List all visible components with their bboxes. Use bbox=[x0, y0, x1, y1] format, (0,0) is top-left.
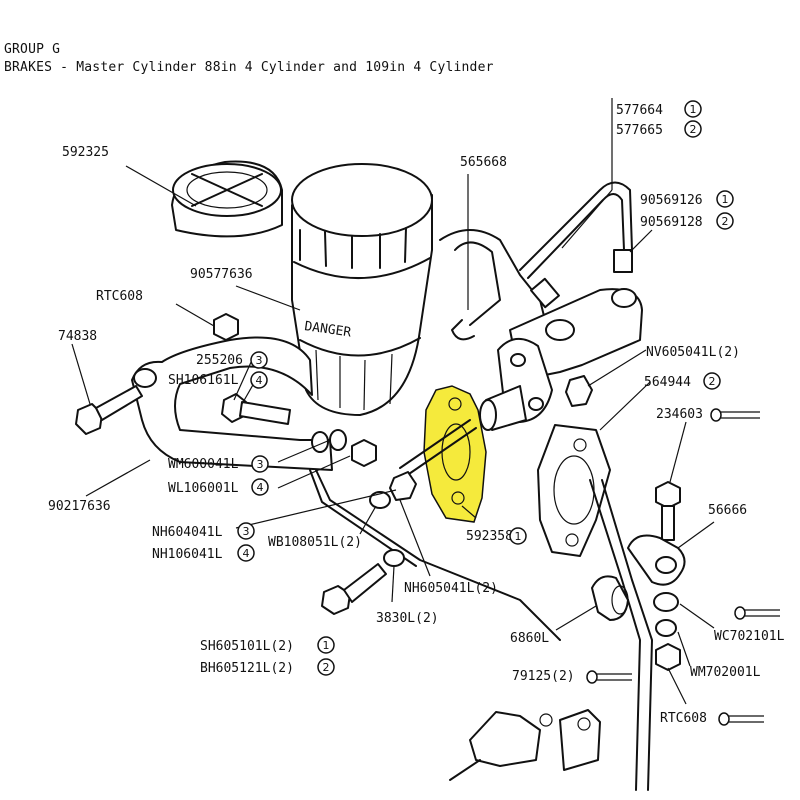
label-3830l: 3830L(2) bbox=[376, 611, 439, 626]
svg-text:2: 2 bbox=[690, 123, 697, 136]
svg-text:1: 1 bbox=[722, 193, 729, 206]
svg-text:4: 4 bbox=[256, 374, 263, 387]
master-cylinder bbox=[479, 288, 643, 431]
danger-label: DANGER bbox=[303, 319, 352, 340]
label-90569126: 90569126 bbox=[640, 193, 703, 208]
label-90577636: 90577636 bbox=[190, 267, 253, 282]
svg-text:4: 4 bbox=[243, 547, 250, 560]
group-label: GROUP G bbox=[4, 42, 61, 57]
svg-text:1: 1 bbox=[690, 103, 697, 116]
bolt-sh605101l bbox=[321, 563, 387, 615]
svg-text:3: 3 bbox=[243, 525, 250, 538]
label-bh605121l: BH605121L(2) bbox=[200, 661, 294, 676]
label-rtc608-top: RTC608 bbox=[96, 289, 143, 304]
label-234603: 234603 bbox=[656, 407, 703, 422]
gasket-592358-highlight bbox=[423, 385, 487, 523]
label-90569128: 90569128 bbox=[640, 215, 703, 230]
label-wl106001l: WL106001L bbox=[168, 481, 239, 496]
svg-text:3: 3 bbox=[256, 354, 263, 367]
label-577664: 577664 bbox=[616, 103, 663, 118]
label-577665: 577665 bbox=[616, 123, 663, 138]
label-90217636: 90217636 bbox=[48, 499, 111, 514]
label-56666: 56666 bbox=[708, 503, 747, 518]
svg-text:2: 2 bbox=[722, 215, 729, 228]
label-6860l: 6860L bbox=[510, 631, 549, 646]
label-565668: 565668 bbox=[460, 155, 507, 170]
label-sh605101l: SH605101L(2) bbox=[200, 639, 294, 654]
svg-text:4: 4 bbox=[257, 481, 264, 494]
svg-text:1: 1 bbox=[323, 639, 330, 652]
fluid-reservoir: DANGER bbox=[291, 163, 433, 416]
label-592325: 592325 bbox=[62, 145, 109, 160]
label-nh605041l: NH605041L(2) bbox=[404, 581, 498, 596]
bolt-74838 bbox=[75, 385, 143, 435]
label-74838: 74838 bbox=[58, 329, 97, 344]
label-wc702101l: WC702101L bbox=[714, 629, 785, 644]
svg-text:2: 2 bbox=[323, 661, 330, 674]
label-nv605041l: NV605041L(2) bbox=[646, 345, 740, 360]
svg-text:1: 1 bbox=[515, 530, 522, 543]
label-sh106161l: SH106161L bbox=[168, 373, 239, 388]
label-wb108051l: WB108051L(2) bbox=[268, 535, 362, 550]
label-rtc608-bottom: RTC608 bbox=[660, 711, 707, 726]
label-nh106041l: NH106041L bbox=[152, 547, 223, 562]
part-labels: 592325 565668 577664 577665 90569126 905… bbox=[48, 103, 785, 726]
mounting-strap bbox=[131, 336, 333, 471]
label-wm600041l: WM600041L bbox=[168, 457, 239, 472]
leader-lines bbox=[71, 98, 715, 705]
label-592358: 592358 bbox=[466, 529, 513, 544]
reservoir-cap bbox=[171, 160, 283, 238]
page-title: BRAKES - Master Cylinder 88in 4 Cylinder… bbox=[4, 60, 494, 75]
label-79125: 79125(2) bbox=[512, 669, 575, 684]
label-nh604041l: NH604041L bbox=[152, 525, 223, 540]
label-wm702001l: WM702001L bbox=[690, 665, 761, 680]
circled-markers: 1 2 1 2 3 4 2 3 4 3 4 1 1 2 bbox=[237, 100, 734, 676]
label-255206: 255206 bbox=[196, 353, 243, 368]
svg-text:2: 2 bbox=[709, 375, 716, 388]
label-564944: 564944 bbox=[644, 375, 691, 390]
svg-text:3: 3 bbox=[257, 458, 264, 471]
